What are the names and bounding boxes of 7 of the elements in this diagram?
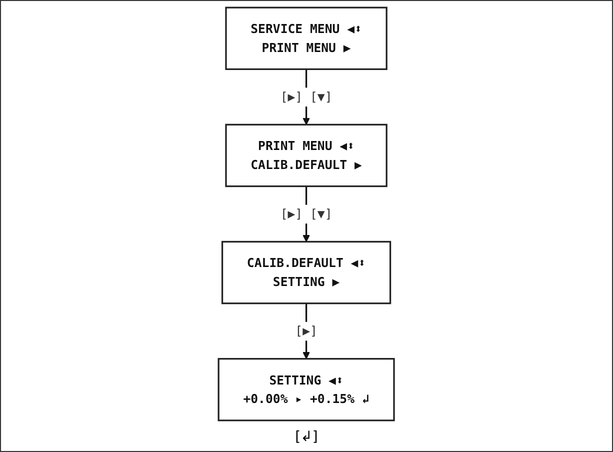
- display-screen: PRINT MENU ◀⬍ CALIB.DEFAULT ▶: [225, 124, 388, 188]
- display-screen: CALIB.DEFAULT ◀⬍ SETTING ▶: [222, 240, 392, 304]
- display-screen: SERVICE MENU ◀⬍ PRINT MENU ▶: [225, 6, 388, 70]
- display-screen: SETTING ◀⬍ +0.00% ▸ +0.15% ↲: [218, 358, 396, 422]
- key-label: [↲]: [295, 429, 318, 445]
- menu-flow-drawing: [▶] [▼] [▶] [▼] [▶] SERVICE MENU ◀⬍ PRINT MENU ▶ PRINT MENU ◀⬍ CALIB.DEFAULT ▶ CALIB.DEFAULT ◀⬍ SETTING ▶ SETTING ◀⬍ +0.00% ▸ +0.15% ↲: [212, 1, 401, 427]
- arrow: [302, 303, 310, 360]
